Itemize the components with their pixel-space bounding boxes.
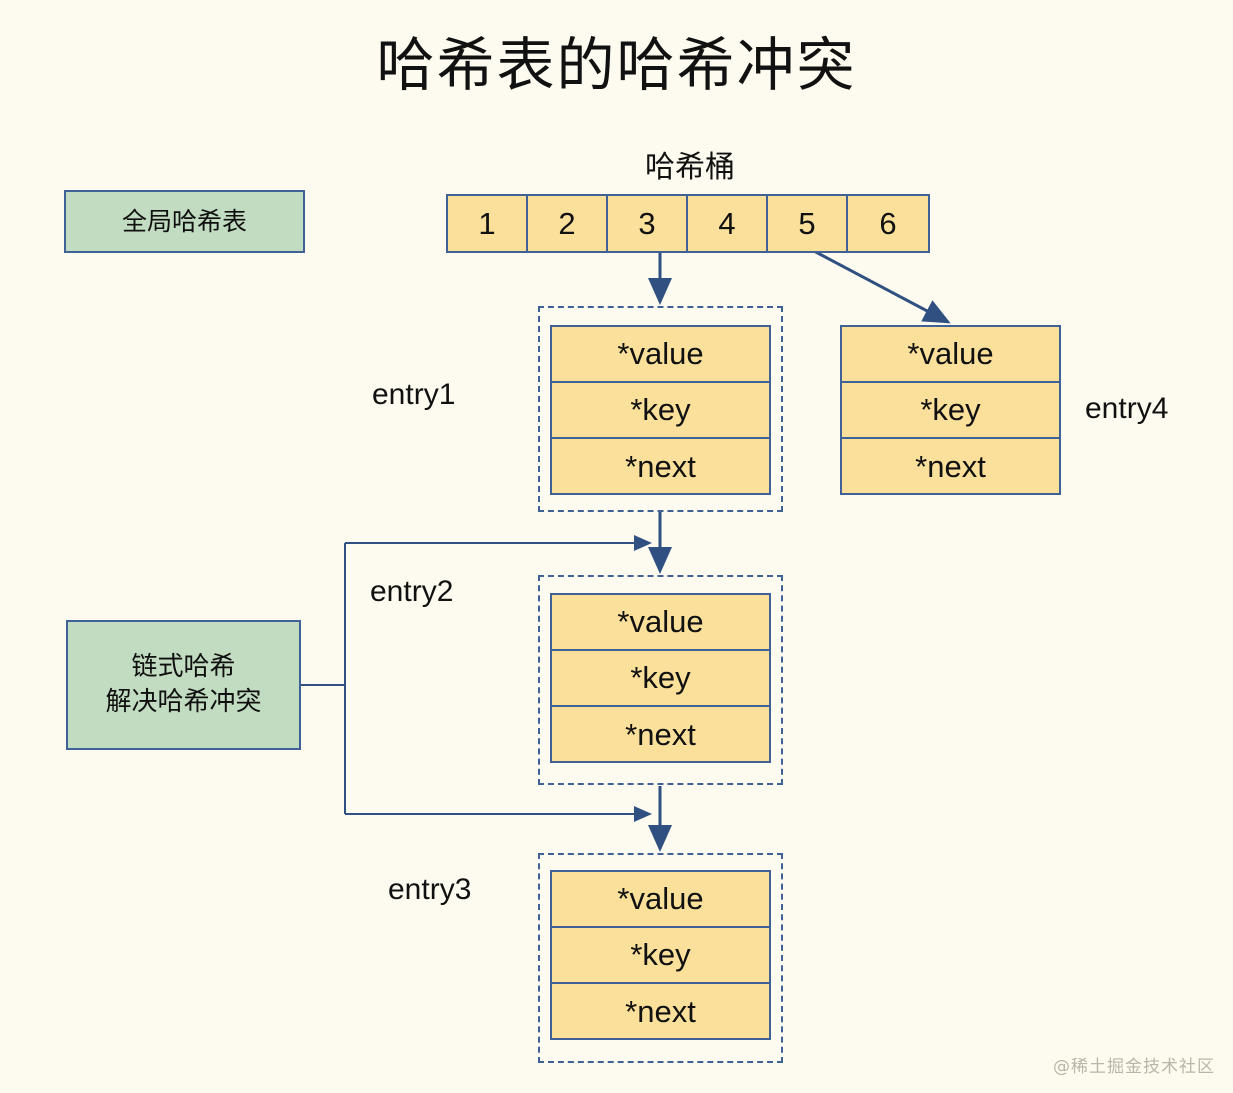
entry2-field-value: *value xyxy=(552,595,769,651)
entry3-field-next: *next xyxy=(625,994,696,1029)
entry3-label: entry3 xyxy=(388,873,472,906)
entry1-field-value: *value xyxy=(552,327,769,383)
entry1-field-key: *key xyxy=(552,383,769,439)
hash-bucket: 1 2 3 4 5 6 xyxy=(446,194,930,253)
bucket-cell-6[interactable]: 6 xyxy=(848,196,928,251)
entry4-field-value: *value xyxy=(842,327,1059,383)
bucket-cell-1[interactable]: 1 xyxy=(448,196,528,251)
entry2-struct: *value *key *next xyxy=(550,593,771,763)
entry1-dashed-outline xyxy=(538,306,783,512)
entry3-field-value: *value xyxy=(552,872,769,928)
bucket-cell-4[interactable]: 4 xyxy=(688,196,768,251)
entry2-dashed-outline xyxy=(538,575,783,785)
bucket-cell-3[interactable]: 3 xyxy=(608,196,688,251)
note-chain-hash: 链式哈希 解决哈希冲突 xyxy=(66,620,301,750)
entry2-field-key: *key xyxy=(552,651,769,707)
wire-bucket5-to-entry4 xyxy=(811,248,951,324)
bucket-cell-5[interactable]: 5 xyxy=(768,196,848,251)
entry3-struct: *value *key *next xyxy=(550,870,771,1040)
entry1-field-next: *next xyxy=(625,449,696,484)
bucket-cell-2[interactable]: 2 xyxy=(528,196,608,251)
page-title: 哈希表的哈希冲突 xyxy=(376,31,857,99)
entry4-struct: *value *key *next xyxy=(840,325,1061,495)
entry2-field-next: *next xyxy=(625,717,696,752)
note-global-hash-table: 全局哈希表 xyxy=(64,190,305,253)
watermark: @稀土掘金技术社区 xyxy=(1053,1057,1215,1077)
entry3-dashed-outline xyxy=(538,853,783,1063)
entry4-field-key: *key xyxy=(842,383,1059,439)
entry1-label: entry1 xyxy=(372,378,456,411)
entry3-field-key: *key xyxy=(552,928,769,984)
hash-bucket-title: 哈希桶 xyxy=(645,150,735,185)
entry1-struct: *value *key *next xyxy=(550,325,771,495)
entry4-label: entry4 xyxy=(1085,392,1169,425)
entry2-label: entry2 xyxy=(370,575,454,608)
entry4-field-next: *next xyxy=(915,449,986,484)
